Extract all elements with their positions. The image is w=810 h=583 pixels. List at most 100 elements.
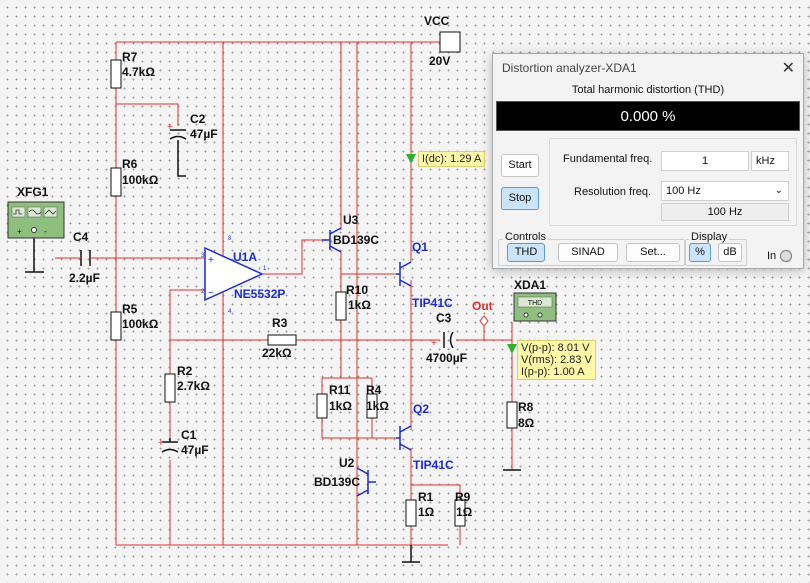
xda1-analyzer-icon[interactable]: THD (513, 292, 557, 322)
pin-1: 1 (263, 266, 267, 272)
r10-ref: R10 (346, 283, 368, 297)
r2-value: 2.7kΩ (177, 379, 210, 393)
fundamental-freq-input[interactable]: 1 (661, 151, 749, 171)
sinad-button[interactable]: SINAD (558, 243, 618, 262)
frequency-panel (549, 138, 797, 226)
svg-text:−: − (208, 288, 214, 299)
u1a-opamp[interactable]: + − (204, 246, 264, 302)
resolution-freq-label: Resolution freq. (574, 186, 652, 198)
r10-value: 1kΩ (348, 298, 371, 312)
q2-transistor[interactable] (396, 425, 412, 451)
dialog-titlebar[interactable]: Distortion analyzer-XDA1 ✕ (493, 54, 803, 82)
r10-resistor[interactable] (335, 291, 347, 321)
vcc-supply[interactable] (439, 31, 461, 53)
r9-value: 1Ω (456, 505, 473, 519)
r5-value: 100kΩ (122, 317, 159, 331)
svg-text:+: + (167, 122, 173, 133)
r9-resistor[interactable] (454, 499, 466, 527)
r3-value: 22kΩ (262, 346, 292, 360)
probe-arrows (406, 154, 517, 354)
r6-ref: R6 (122, 157, 138, 171)
r9-ref: R9 (455, 490, 471, 504)
start-button[interactable]: Start (501, 154, 539, 177)
resolution-freq-select[interactable]: 100 Hz ⌄ (661, 181, 789, 201)
c1-capacitor[interactable] (161, 438, 179, 453)
c3-ref: C3 (436, 311, 452, 325)
pin-8: 8 (228, 236, 232, 242)
vcc-label: VCC (424, 14, 450, 28)
probe-ipp: I(p-p): 1.00 A (521, 366, 585, 378)
analyzer-face-label: THD (528, 300, 542, 307)
r8-ref: R8 (518, 400, 534, 414)
close-icon[interactable]: ✕ (781, 60, 795, 77)
c2-capacitor[interactable] (169, 129, 187, 177)
thd-button[interactable]: THD (507, 243, 545, 262)
wires (55, 41, 513, 546)
c3-value: 4700µF (426, 351, 467, 365)
pin-4: 4 (228, 309, 232, 315)
q1-ref: Q1 (412, 240, 428, 254)
svg-text:+: + (431, 338, 437, 349)
r4-ref: R4 (366, 383, 382, 397)
fundamental-freq-label: Fundamental freq. (563, 153, 653, 165)
u2-transistor[interactable] (356, 467, 376, 497)
r7-value: 4.7kΩ (122, 65, 155, 79)
out-probe-marker[interactable] (479, 315, 489, 340)
q1-transistor[interactable] (396, 261, 412, 287)
c4-value: 2.2µF (69, 271, 100, 285)
xda1-label: XDA1 (514, 278, 546, 292)
svg-text:-: - (44, 227, 47, 236)
r3-resistor[interactable] (267, 334, 297, 346)
c4-ref: C4 (73, 230, 89, 244)
r1-resistor[interactable] (405, 499, 417, 527)
polarity-marks: + + + (158, 122, 437, 449)
c1-value: 47µF (181, 443, 209, 457)
r4-resistor[interactable] (366, 393, 378, 419)
r2-resistor[interactable] (164, 373, 176, 403)
fundamental-freq-unit[interactable]: kHz (751, 151, 789, 171)
svg-text:+: + (208, 255, 214, 266)
probe-vrms: V(rms): 2.83 V (521, 354, 592, 366)
q2-value: TIP41C (413, 458, 454, 472)
db-button[interactable]: dB (718, 243, 742, 262)
q1-value: TIP41C (412, 296, 453, 310)
resolution-freq-selected: 100 Hz (666, 185, 701, 197)
thd-display: 0.000 % (496, 101, 800, 131)
r5-resistor[interactable] (110, 311, 122, 341)
r11-resistor[interactable] (316, 393, 328, 419)
u3-ref: U3 (343, 213, 359, 227)
u1a-ref: U1A (233, 250, 257, 264)
c3-capacitor[interactable] (443, 331, 454, 349)
display-label: Display (689, 231, 730, 243)
r11-ref: R11 (329, 383, 351, 397)
r6-resistor[interactable] (110, 167, 122, 197)
c4-capacitor[interactable] (78, 250, 94, 266)
u3-transistor[interactable] (322, 227, 342, 253)
xfg1-function-generator[interactable]: + - (7, 201, 65, 239)
set-button[interactable]: Set... (626, 243, 680, 262)
controls-group (498, 239, 685, 266)
probe-vpp: V(p-p): 8.01 V (521, 342, 590, 354)
u1a-value: NE5532P (234, 287, 285, 301)
svg-text:+: + (158, 438, 164, 449)
c2-value: 47µF (190, 127, 218, 141)
probe-output-readout: V(p-p): 8.01 V V(rms): 2.83 V I(p-p): 1.… (517, 340, 596, 380)
vcc-value: 20V (429, 54, 450, 68)
chevron-down-icon: ⌄ (774, 185, 783, 196)
r8-resistor[interactable] (506, 401, 518, 429)
thd-heading: Total harmonic distortion (THD) (571, 84, 725, 96)
c2-ref: C2 (190, 112, 206, 126)
percent-button[interactable]: % (689, 243, 711, 262)
stop-button[interactable]: Stop (501, 187, 539, 210)
u3-value: BD139C (333, 233, 379, 247)
r7-resistor[interactable] (110, 59, 122, 89)
xfg1-label: XFG1 (17, 185, 49, 199)
q2-ref: Q2 (413, 402, 429, 416)
probe-dc-current-text: I(dc): 1.29 A (422, 153, 482, 165)
r3-ref: R3 (272, 316, 288, 330)
r6-value: 100kΩ (122, 173, 159, 187)
input-terminal-icon[interactable] (780, 250, 792, 262)
r11-value: 1kΩ (329, 399, 352, 413)
u2-value: BD139C (314, 475, 360, 489)
